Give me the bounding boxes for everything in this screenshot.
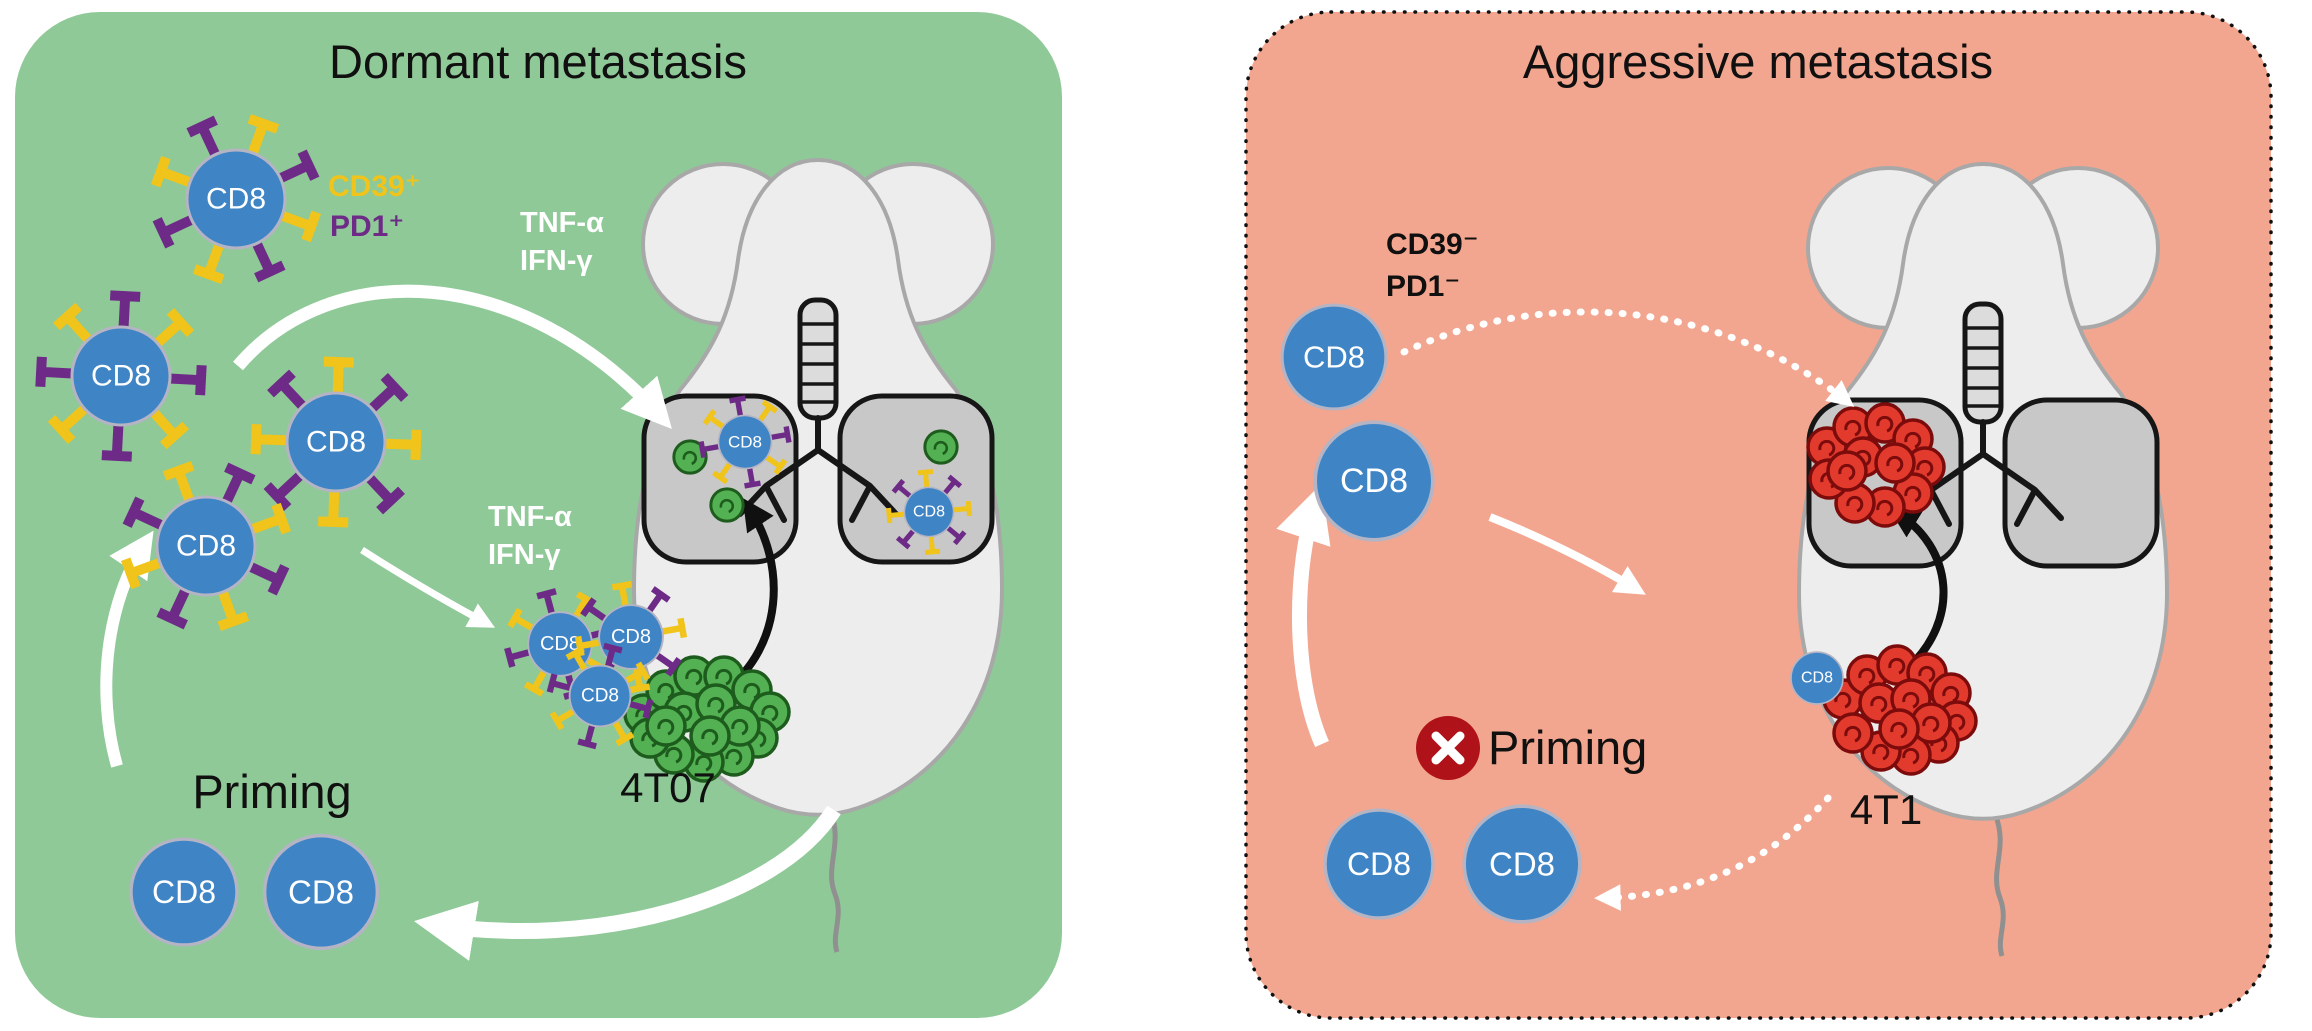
panel-title-dormant: Dormant metastasis [329, 35, 747, 88]
ifn-gamma-label: IFN-γ [520, 245, 593, 277]
cd8-label: CD8 [913, 504, 945, 521]
tnf-alpha-label: TNF-α [488, 501, 572, 533]
ifn-gamma-label: IFN-γ [488, 539, 561, 571]
cd8-label: CD8 [206, 183, 266, 216]
arrow-tumor-to-priming [413, 805, 841, 961]
arrow-cd8-to-tumor [360, 547, 496, 628]
cd8-label: CD8 [152, 874, 216, 910]
priming-label: Priming [1488, 721, 1647, 774]
cd8-label: CD8 [176, 530, 236, 563]
x-icon [1431, 731, 1465, 765]
tumor-label-4t07: 4T07 [620, 764, 716, 811]
cd8-label: CD8 [728, 433, 762, 452]
cd8-label: CD8 [1303, 340, 1365, 375]
cd8-label: CD8 [91, 360, 151, 393]
cd8-label: CD8 [1489, 846, 1555, 883]
arrow-cd8-to-lung [233, 284, 672, 430]
cd8-label: CD8 [1340, 462, 1408, 500]
cd8-label: CD8 [306, 426, 366, 459]
cd8-label: CD8 [581, 686, 619, 707]
cd39-negative-label: CD39⁻ [1386, 228, 1479, 261]
pd1-negative-label: PD1⁻ [1386, 270, 1460, 303]
lung-tumor-cell [709, 487, 745, 523]
lung-tumor-cell [923, 429, 959, 465]
dormant-panel: Dormant metastasis CD8 CD8 4T07 CD8 CD8 … [12, 12, 1062, 1018]
aggressive-panel: Aggressive metastasis 4T1 CD8 [1244, 10, 2273, 1020]
tumor-label-4t1: 4T1 [1850, 786, 1922, 833]
cd8-label: CD8 [611, 626, 651, 648]
cd39-positive-label: CD39⁺ [328, 170, 421, 203]
priming-label: Priming [192, 765, 351, 818]
arrow-tumor-to-priming-dotted [1594, 794, 1832, 911]
arrow-cd8-to-tumor-weak [1488, 513, 1646, 595]
panel-title-aggressive: Aggressive metastasis [1523, 35, 1993, 88]
pd1-positive-label: PD1⁺ [330, 210, 404, 243]
arrow-priming-up [1276, 483, 1331, 748]
metastasis-route-arrow-right [1887, 506, 1948, 671]
cd8-label: CD8 [540, 633, 580, 655]
cd8-label: CD8 [1347, 846, 1411, 882]
no-priming-icon [1416, 716, 1480, 780]
cd8-label: CD8 [1801, 670, 1833, 687]
tnf-alpha-label: TNF-α [520, 207, 604, 239]
cd8-label: CD8 [288, 874, 354, 911]
